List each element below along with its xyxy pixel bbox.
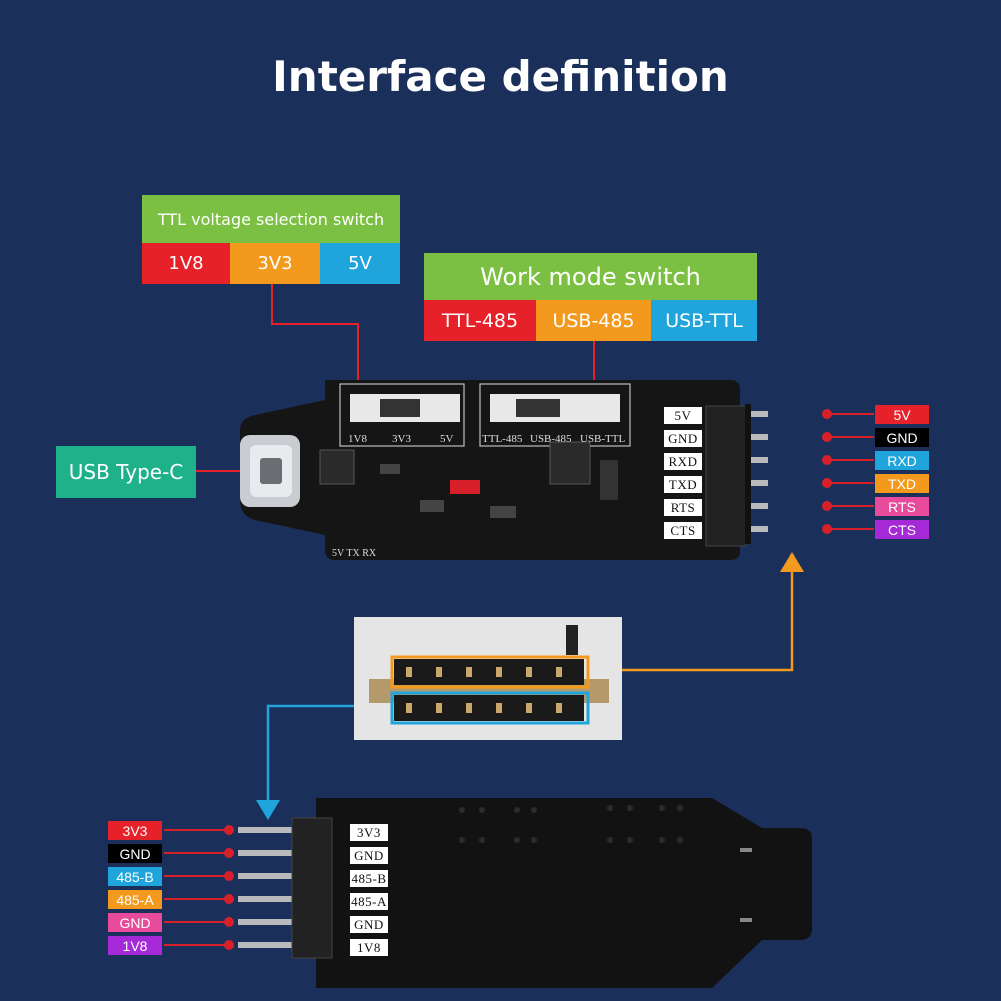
usb-type-c-text: USB Type-C: [68, 460, 184, 484]
pin-label-1v8: 1V8: [108, 936, 162, 955]
pin-dot: [224, 940, 234, 950]
pin-dot: [224, 825, 234, 835]
ttl-voltage-heading: TTL voltage selection switch: [142, 195, 400, 243]
silk-bottom-485b: 485-B: [350, 870, 388, 887]
work-mode-callout: Work mode switch TTL-485 USB-485 USB-TTL: [424, 253, 757, 341]
silk-bottom-1v8: 1V8: [350, 939, 388, 956]
pin-label-rxd: RXD: [875, 451, 929, 470]
voltage-option-1v8: 1V8: [142, 243, 230, 284]
bottom-board: 3V3 GND 485-B 485-A GND 1V8: [232, 798, 812, 988]
pin-dot: [224, 848, 234, 858]
pin-dot: [224, 917, 234, 927]
voltage-option-3v3: 3V3: [230, 243, 320, 284]
pin-dot: [822, 409, 832, 419]
silk-5v: 5V: [440, 433, 454, 445]
silk-1v8: 1V8: [348, 433, 367, 445]
header-closeup-graphic: [369, 625, 609, 725]
silk-led-labels: 5V TX RX: [332, 548, 377, 559]
pin-dot: [224, 871, 234, 881]
pin-dot: [822, 501, 832, 511]
pin-label-5v: 5V: [875, 405, 929, 424]
silk-bottom-gnd: GND: [350, 847, 388, 864]
silk-pin-rxd: RXD: [664, 453, 702, 470]
pin-dot: [822, 524, 832, 534]
pin-label-gnd-bottom-2: GND: [108, 913, 162, 932]
silk-usb-ttl: USB-TTL: [580, 433, 626, 445]
silk-pin-5v: 5V: [664, 407, 702, 424]
pin-dot: [822, 432, 832, 442]
mode-option-usb-ttl: USB-TTL: [651, 300, 757, 341]
pin-label-gnd: GND: [875, 428, 929, 447]
pin-label-txd: TXD: [875, 474, 929, 493]
pin-label-485b: 485-B: [108, 867, 162, 886]
silk-bottom-gnd2: GND: [350, 916, 388, 933]
silk-bottom-485a: 485-A: [350, 893, 388, 910]
mode-option-usb-485: USB-485: [536, 300, 651, 341]
mode-option-ttl-485: TTL-485: [424, 300, 536, 341]
silk-ttl-485: TTL-485: [482, 433, 523, 445]
voltage-option-5v: 5V: [320, 243, 400, 284]
pin-dot: [822, 455, 832, 465]
pin-label-3v3: 3V3: [108, 821, 162, 840]
usb-type-c-label: USB Type-C: [56, 446, 196, 498]
top-board: 1V8 3V3 5V TTL-485 USB-485 USB-TTL 5V GN…: [240, 380, 816, 560]
silk-pin-cts: CTS: [664, 522, 702, 539]
top-board-graphic: [240, 380, 816, 560]
silk-pin-txd: TXD: [664, 476, 702, 493]
pin-label-gnd-bottom: GND: [108, 844, 162, 863]
pin-label-cts: CTS: [875, 520, 929, 539]
pin-dot: [822, 478, 832, 488]
silk-pin-gnd: GND: [664, 430, 702, 447]
pin-label-rts: RTS: [875, 497, 929, 516]
pin-dot: [224, 894, 234, 904]
bottom-board-graphic: [238, 798, 812, 988]
silk-pin-rts: RTS: [664, 499, 702, 516]
page-title: Interface definition: [272, 52, 729, 101]
ttl-voltage-callout: TTL voltage selection switch 1V8 3V3 5V: [142, 195, 400, 284]
silk-usb-485: USB-485: [530, 433, 572, 445]
silk-3v3: 3V3: [392, 433, 411, 445]
header-closeup: [354, 617, 622, 740]
work-mode-heading: Work mode switch: [424, 253, 757, 300]
pin-label-485a: 485-A: [108, 890, 162, 909]
silk-bottom-3v3: 3V3: [350, 824, 388, 841]
